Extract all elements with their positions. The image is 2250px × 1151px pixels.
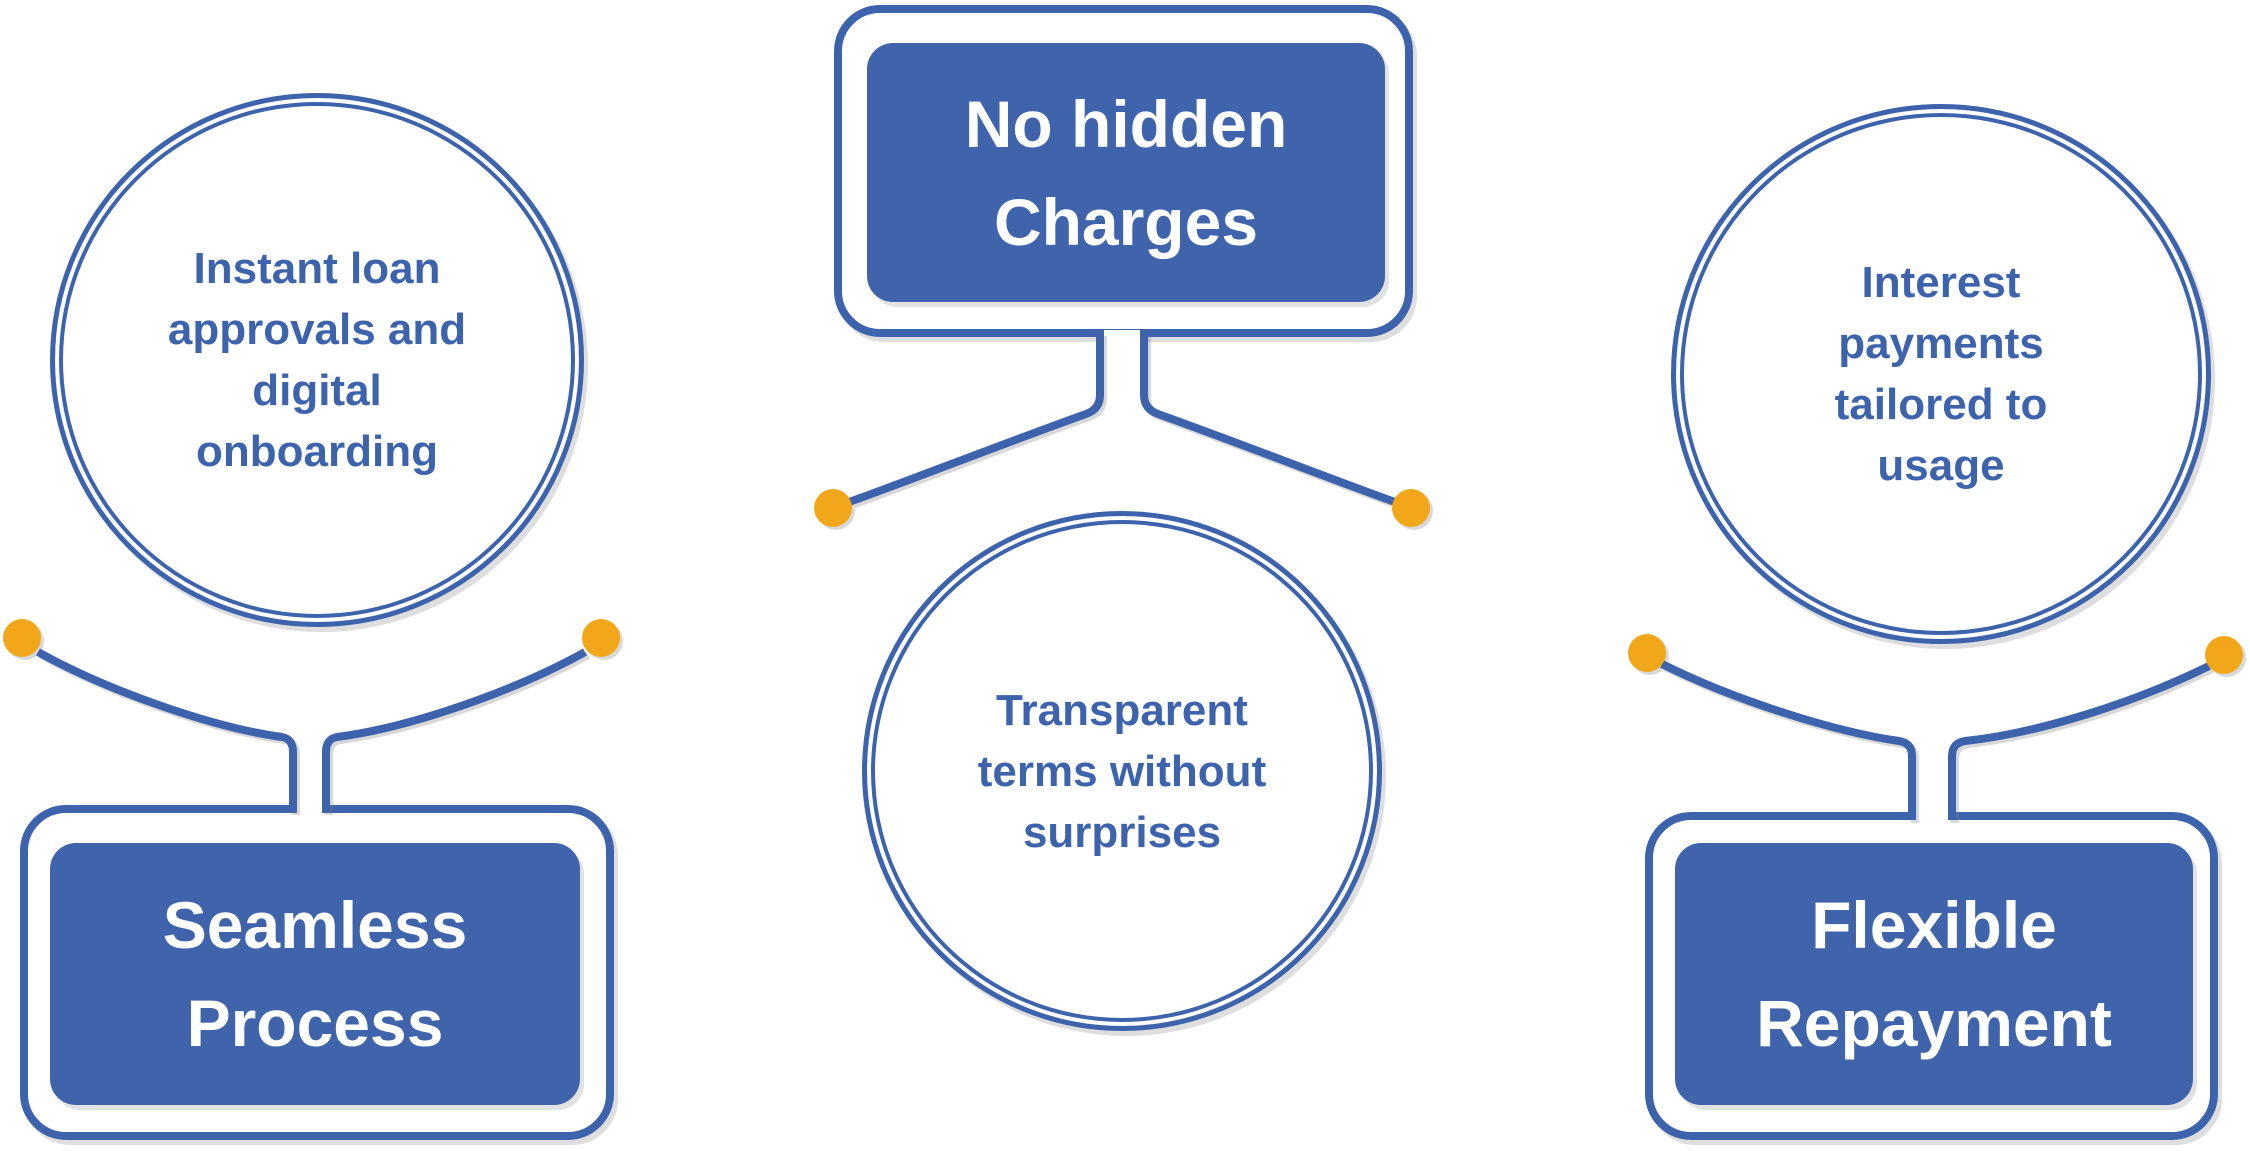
right-feature-box: Flexible Repayment [1675,843,2193,1105]
center-feature-box: No hidden Charges [867,43,1385,302]
connector-path [847,333,1104,506]
connector-path [1660,660,1916,820]
circle-label-line: Transparent [996,685,1248,735]
circle-label-line: Interest [1861,258,2021,307]
circle-label-line: approvals and [167,305,467,354]
circle-label-line: Instant loan [193,244,441,293]
connector-dot [1392,489,1430,527]
circle-label-line: surprises [1022,807,1222,857]
right-box-label: Flexible Repayment [1756,876,2112,1072]
circle-label-line: digital [252,366,382,415]
right-feature-circle: Interest payments tailored to usage [1671,104,2211,644]
center-circle-label: Transparent terms without surprises [978,680,1266,863]
circle-label-line: onboarding [196,427,438,476]
connector-path [322,648,587,812]
center-box-label: No hidden Charges [965,75,1288,271]
box-label-line: Repayment [1756,986,2112,1060]
connector-dot [3,619,41,657]
connector-dot [2205,636,2243,674]
box-label-line: Charges [993,184,1259,259]
circle-label-line: tailored to [1834,380,2048,429]
left-circle-label: Instant loan approvals and digital onboa… [168,238,466,482]
circle-label-line: terms without [977,746,1267,796]
box-label-line: Flexible [1811,888,2057,962]
left-feature-box: Seamless Process [50,843,580,1105]
left-box-label: Seamless Process [163,876,468,1072]
center-feature-circle: Transparent terms without surprises [862,511,1382,1031]
right-circle-label: Interest payments tailored to usage [1835,252,2048,496]
box-label-line: Process [186,986,444,1060]
connector-dot [1628,634,1666,672]
circle-label-line: payments [1838,319,2044,368]
connector-path [1948,662,2211,820]
circle-label-line: usage [1877,441,2005,490]
box-label-line: Seamless [162,888,468,962]
connector-path [36,648,297,812]
connector-dot [582,619,620,657]
box-label-line: No hidden [964,86,1288,161]
left-feature-circle: Instant loan approvals and digital onboa… [50,93,584,627]
connector-path [1140,333,1397,506]
connector-dot [814,489,852,527]
